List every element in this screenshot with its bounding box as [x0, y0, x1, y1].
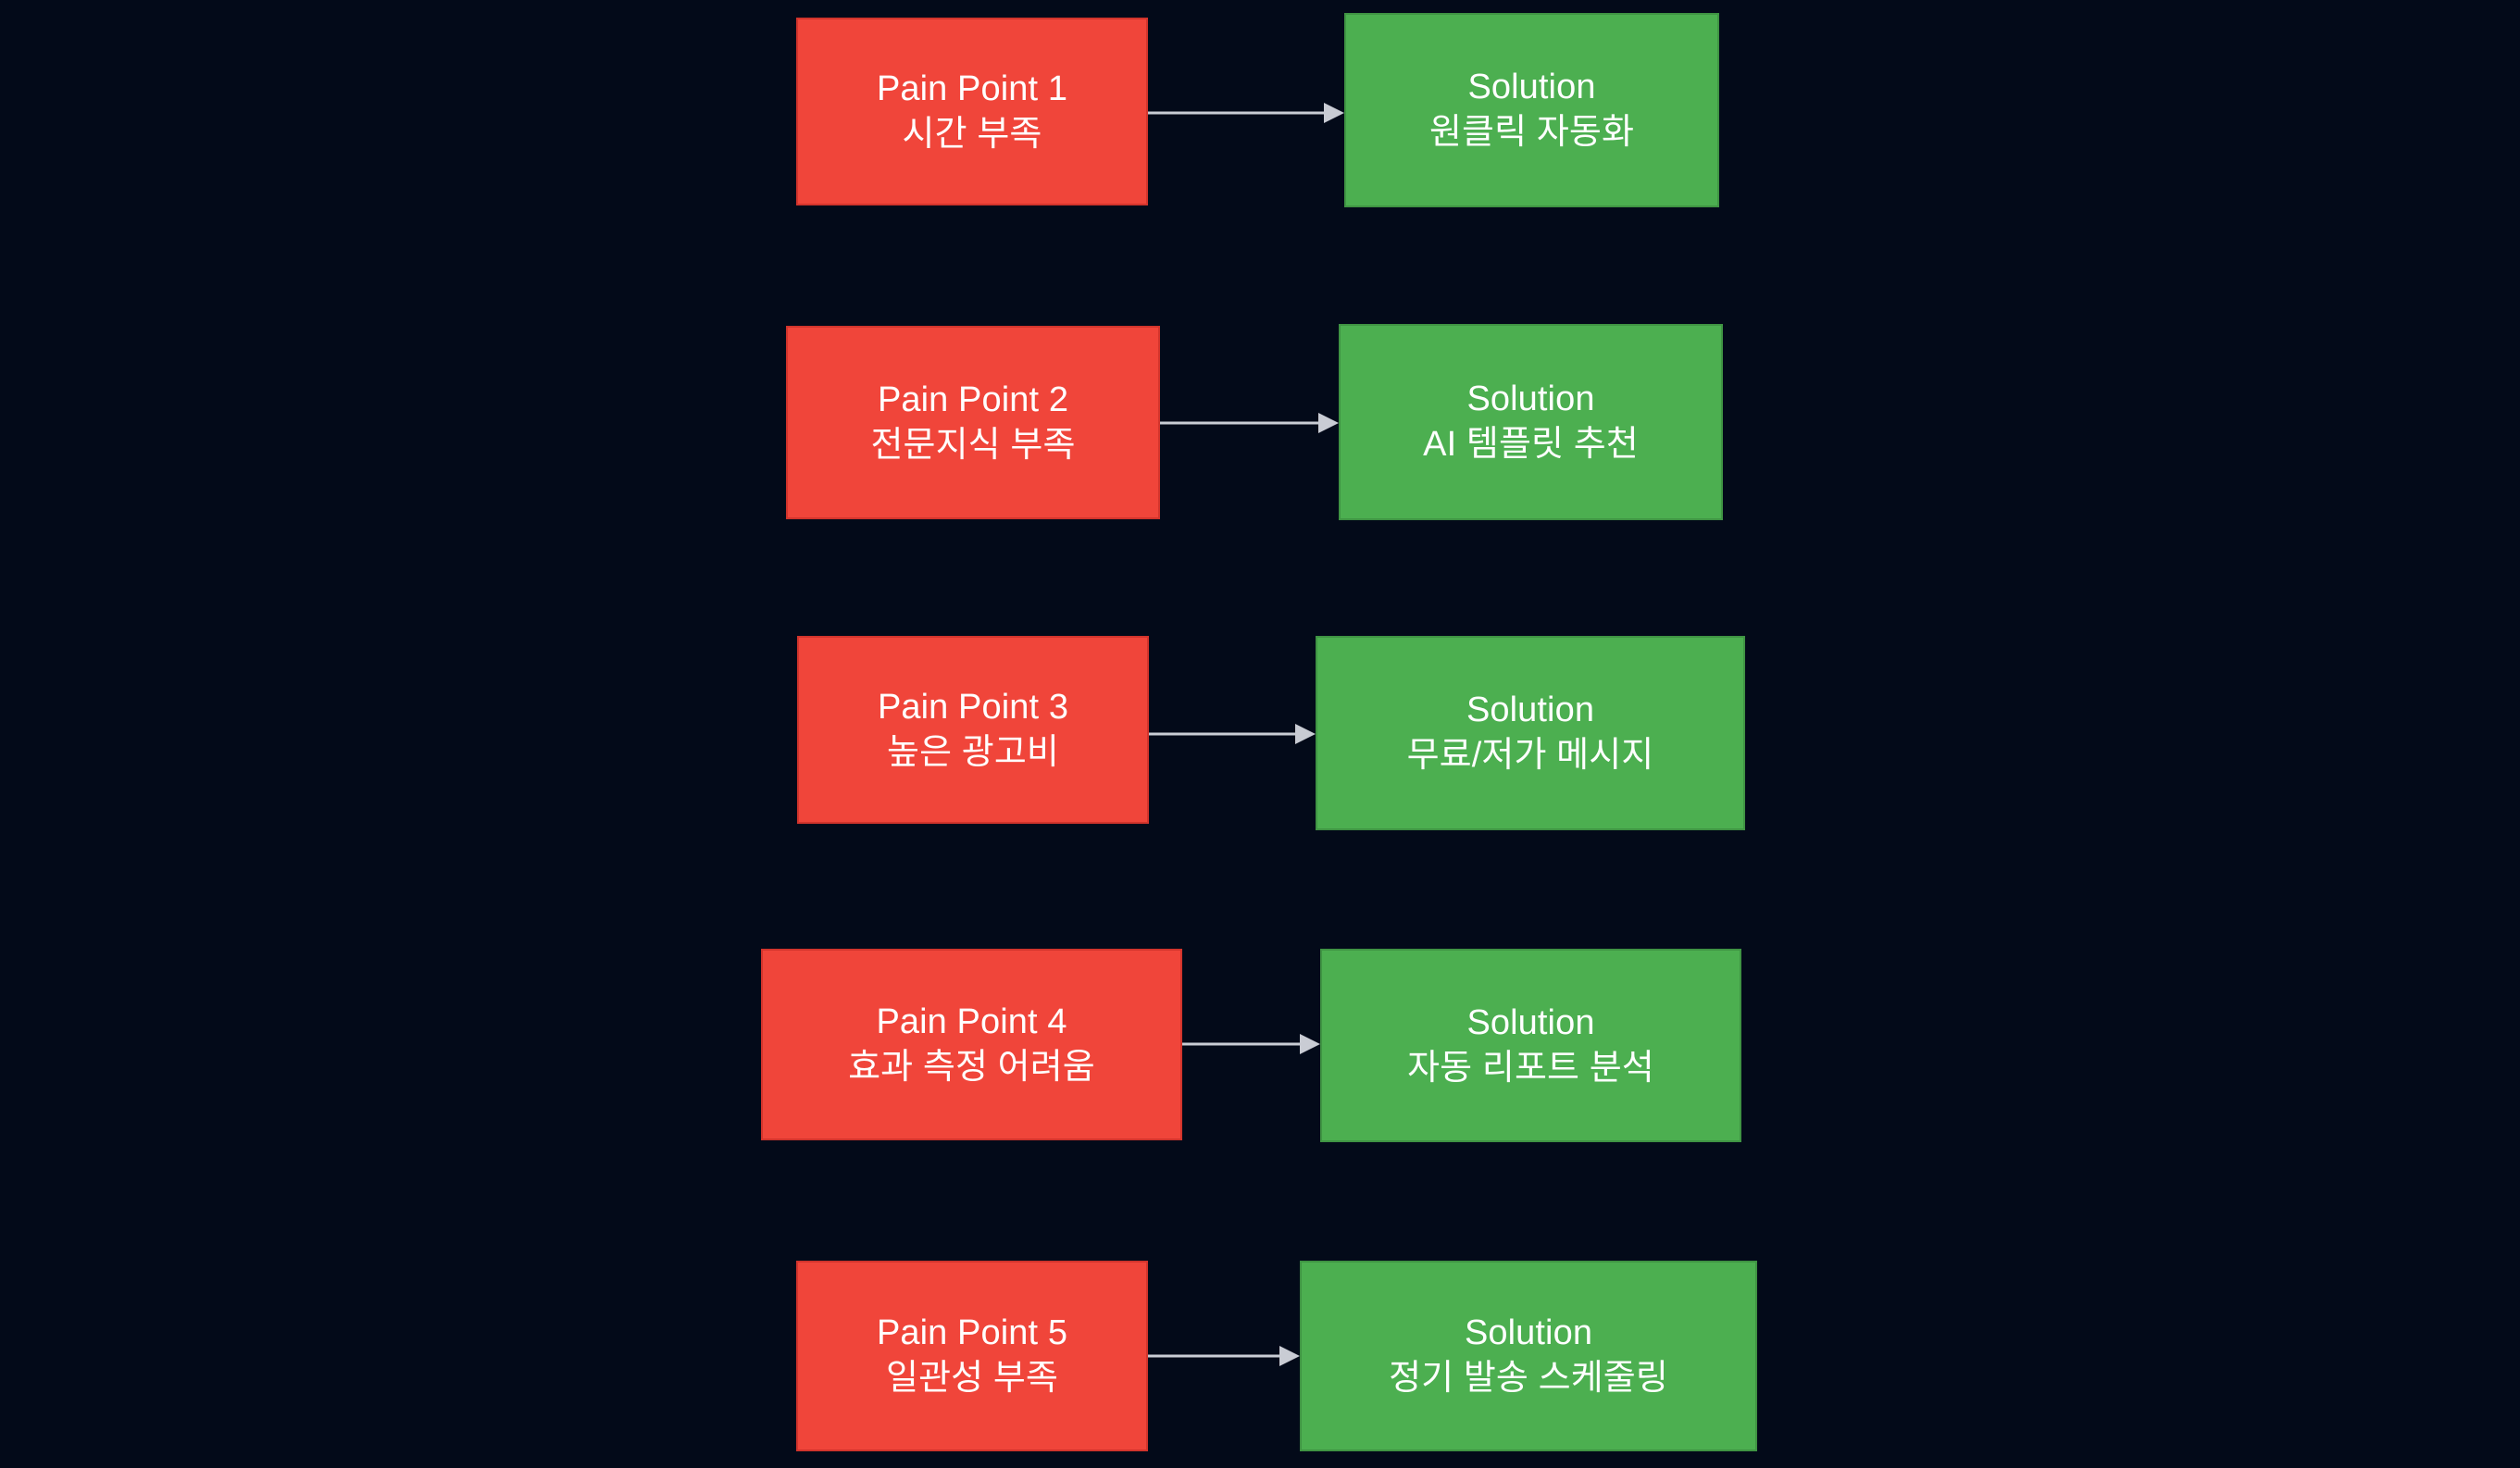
solution-title: Solution — [1466, 379, 1595, 419]
solution-box[interactable]: Solution 원클릭 자동화 — [1344, 13, 1719, 207]
flow-arrow — [1148, 102, 1344, 124]
pain-title: Pain Point 1 — [876, 68, 1068, 108]
pain-point-box[interactable]: Pain Point 5 일관성 부족 — [796, 1261, 1148, 1451]
pain-point-box[interactable]: Pain Point 3 높은 광고비 — [797, 636, 1149, 824]
flow-arrow — [1160, 412, 1339, 434]
flow-arrow — [1182, 1033, 1320, 1055]
pain-detail: 효과 측정 어려움 — [848, 1047, 1095, 1087]
solution-detail: 자동 리포트 분석 — [1407, 1048, 1654, 1088]
solution-detail: 원클릭 자동화 — [1428, 113, 1635, 152]
solution-box[interactable]: Solution 정기 발송 스케줄링 — [1300, 1261, 1757, 1451]
solution-box[interactable]: Solution AI 템플릿 추천 — [1339, 324, 1723, 520]
pain-detail: 일관성 부족 — [886, 1359, 1058, 1398]
pain-detail: 전문지식 부족 — [870, 425, 1076, 465]
solution-box[interactable]: Solution 자동 리포트 분석 — [1320, 949, 1741, 1142]
solution-detail: 정기 발송 스케줄링 — [1389, 1359, 1668, 1398]
flow-arrow — [1148, 1345, 1300, 1367]
flow-arrow — [1149, 723, 1316, 745]
pain-title: Pain Point 3 — [877, 687, 1069, 727]
pain-title: Pain Point 2 — [877, 379, 1069, 419]
pain-title: Pain Point 5 — [876, 1313, 1068, 1353]
solution-box[interactable]: Solution 무료/저가 메시지 — [1316, 636, 1745, 830]
pain-title: Pain Point 4 — [876, 1001, 1067, 1041]
arrow-head-icon — [1279, 1346, 1300, 1366]
arrow-head-icon — [1295, 724, 1316, 744]
solution-detail: 무료/저가 메시지 — [1406, 736, 1654, 775]
pain-detail: 시간 부족 — [902, 114, 1042, 154]
arrow-head-icon — [1324, 103, 1344, 123]
arrow-head-icon — [1318, 413, 1339, 433]
solution-detail: AI 템플릿 추천 — [1423, 425, 1639, 464]
pain-detail: 높은 광고비 — [887, 732, 1059, 772]
solution-title: Solution — [1466, 690, 1595, 730]
solution-title: Solution — [1466, 1002, 1595, 1042]
solution-title: Solution — [1464, 1313, 1593, 1353]
solution-title: Solution — [1467, 68, 1596, 107]
arrow-head-icon — [1300, 1034, 1320, 1054]
pain-point-box[interactable]: Pain Point 1 시간 부족 — [796, 18, 1148, 205]
pain-point-box[interactable]: Pain Point 2 전문지식 부족 — [786, 326, 1160, 519]
pain-point-box[interactable]: Pain Point 4 효과 측정 어려움 — [761, 949, 1182, 1140]
